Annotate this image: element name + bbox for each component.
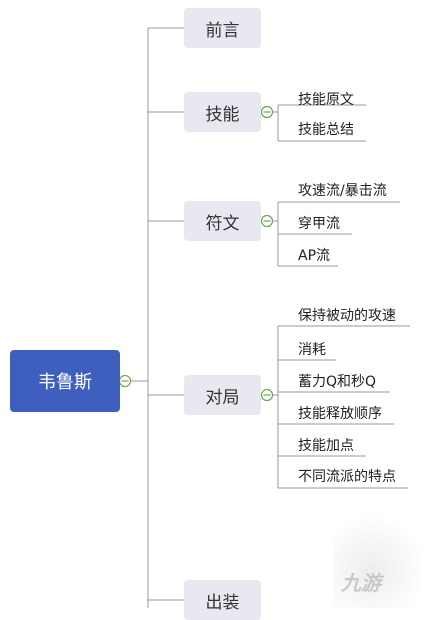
leaf-match-skill-points[interactable]: 技能加点 — [298, 438, 354, 454]
root-node[interactable]: 韦鲁斯 — [10, 350, 120, 412]
watermark-logo: 九游 — [333, 513, 428, 608]
branch-node-skills[interactable]: 技能 — [184, 92, 261, 132]
leaf-skill-text[interactable]: 技能原文 — [298, 92, 354, 108]
runes-connectors — [261, 201, 400, 267]
leaf-match-builds[interactable]: 不同流派的特点 — [298, 469, 396, 485]
leaf-match-poke[interactable]: 消耗 — [298, 342, 326, 358]
leaf-rune-lethality[interactable]: 穿甲流 — [298, 216, 340, 232]
leaf-match-q[interactable]: 蓄力Q和秒Q — [298, 374, 377, 390]
leaf-rune-attack-speed[interactable]: 攻速流/暴击流 — [298, 183, 387, 199]
watermark-text: 九游 — [341, 571, 381, 595]
leaf-skill-summary[interactable]: 技能总结 — [298, 122, 354, 138]
leaf-rune-ap[interactable]: AP流 — [298, 248, 331, 264]
leaf-match-passive[interactable]: 保持被动的攻速 — [298, 308, 396, 324]
branch-node-runes[interactable]: 符文 — [184, 201, 261, 241]
branch-node-match[interactable]: 对局 — [184, 375, 261, 415]
branch-node-preface[interactable]: 前言 — [184, 8, 261, 48]
branch-node-build[interactable]: 出装 — [184, 580, 261, 620]
leaf-match-order[interactable]: 技能释放顺序 — [298, 406, 382, 422]
